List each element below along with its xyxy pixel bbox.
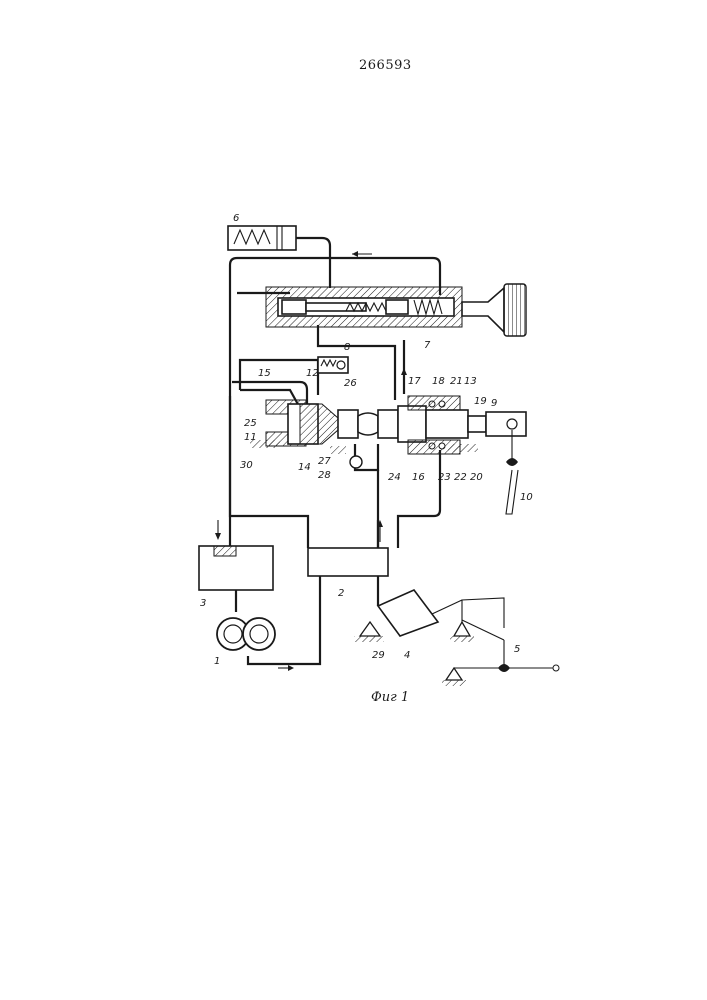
label-19: 19 [474, 396, 487, 407]
main-spool-assembly [250, 396, 526, 470]
label-2: 2 [338, 588, 344, 599]
label-12: 12 [306, 368, 319, 379]
figure-caption: Фиг 1 [371, 690, 409, 705]
cylinder-4 [354, 590, 462, 642]
label-21: 21 [450, 376, 463, 387]
linkage-5 [442, 598, 559, 686]
label-5: 5 [514, 644, 520, 655]
pump-1 [217, 618, 275, 650]
label-29: 29 [372, 650, 385, 661]
label-6: 6 [233, 213, 239, 224]
label-15: 15 [258, 368, 271, 379]
label-17: 17 [408, 376, 421, 387]
label-16: 16 [412, 472, 425, 483]
label-14: 14 [298, 462, 311, 473]
label-7: 7 [424, 340, 431, 351]
label-27: 27 [318, 456, 331, 467]
tank-3 [199, 546, 273, 590]
label-8: 8 [344, 342, 350, 353]
label-11: 11 [244, 432, 257, 443]
label-20: 20 [470, 472, 483, 483]
label-23: 23 [438, 472, 451, 483]
label-28: 28 [318, 470, 331, 481]
label-3: 3 [200, 598, 206, 609]
label-24: 24 [388, 472, 401, 483]
lever-10 [506, 430, 518, 514]
label-4: 4 [404, 650, 410, 661]
distributor-2 [308, 548, 388, 576]
valve-7 [266, 284, 526, 336]
label-1: 1 [214, 656, 220, 667]
accumulator-6 [228, 226, 330, 262]
check-valve-8 [318, 357, 348, 373]
label-10: 10 [520, 492, 533, 503]
label-13: 13 [464, 376, 477, 387]
label-18: 18 [432, 376, 445, 387]
label-25: 25 [244, 418, 257, 429]
label-22: 22 [454, 472, 467, 483]
label-9: 9 [491, 398, 497, 409]
label-26: 26 [344, 378, 357, 389]
label-30: 30 [240, 460, 253, 471]
